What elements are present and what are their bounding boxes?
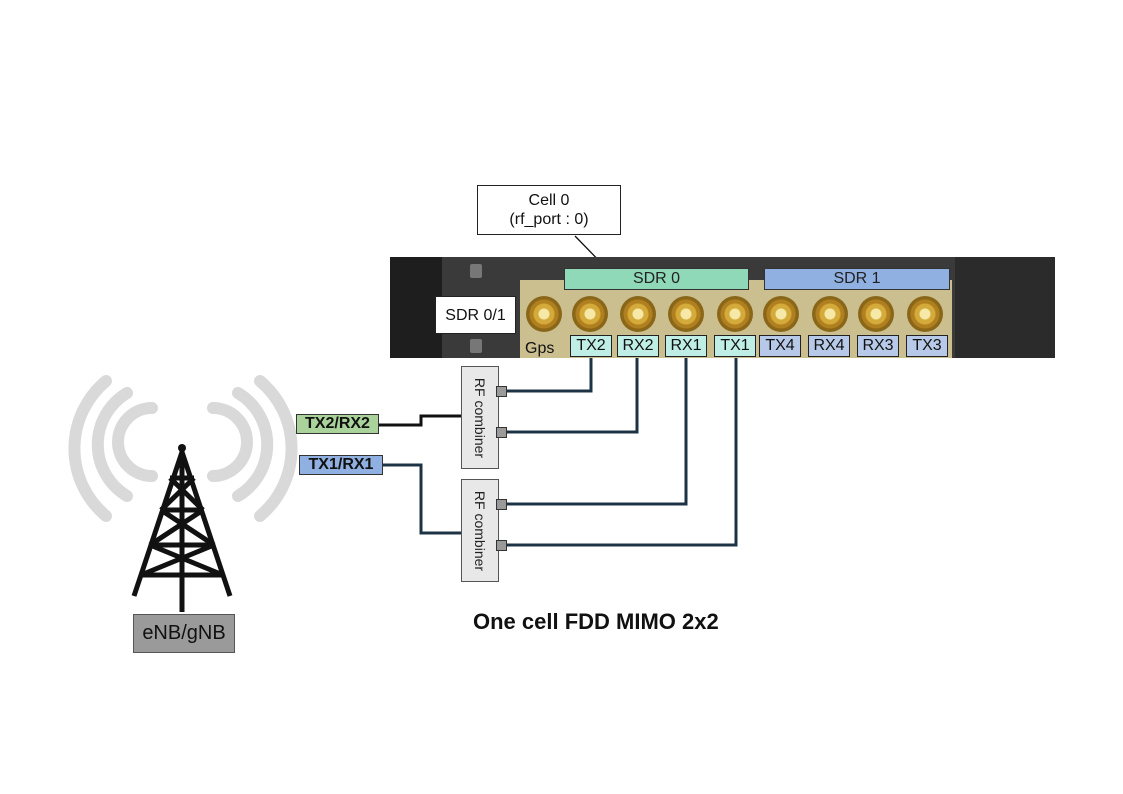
antenna-label-tx1-rx1: TX1/RX1 [299,455,383,475]
sma-connector-icon [907,296,943,332]
sma-connector-icon [763,296,799,332]
antenna-tower-icon [131,444,233,612]
port-rx3: RX3 [857,335,899,357]
combiner-port [496,427,507,438]
rf-combiner-2-label: RF combiner [472,490,488,571]
combiner-port [496,386,507,397]
port-tx4: TX4 [759,335,801,357]
sma-connector-icon [668,296,704,332]
port-tx3: TX3 [906,335,948,357]
tx2-rx2-cable [379,414,461,427]
enb-gnb-label: eNB/gNB [133,614,235,653]
sdr0-bar: SDR 0 [564,268,749,290]
cell-label-rfport: (rf_port : 0) [509,211,589,228]
gps-label: Gps [525,340,555,357]
antenna-label-tx2-rx2: TX2/RX2 [296,414,379,434]
port-rx2: RX2 [617,335,659,357]
sma-connector-icon [620,296,656,332]
sma-connector-icon [717,296,753,332]
rf-combiner-1-label: RF combiner [472,377,488,458]
port-rx4: RX4 [808,335,850,357]
port-tx1: TX1 [714,335,756,357]
cell-label-box: Cell 0 (rf_port : 0) [477,185,621,235]
sma-connector-icon [572,296,608,332]
rf-combiner-2: RF combiner [461,479,499,582]
rf-cables [383,358,738,547]
panel-latch [470,339,482,353]
panel-latch [470,264,482,278]
port-tx2: TX2 [570,335,612,357]
panel-right-section [955,257,1055,358]
cell-label-title: Cell 0 [528,192,570,209]
diagram-caption: One cell FDD MIMO 2x2 [473,609,719,634]
signal-wave-icon [68,375,298,522]
sma-connector-icon [812,296,848,332]
sma-connector-icon [526,296,562,332]
sma-connector-icon [858,296,894,332]
sdr01-label: SDR 0/1 [435,296,516,334]
combiner-port [496,499,507,510]
panel-left-section [390,257,442,358]
sdr01-label-text: SDR 0/1 [445,306,506,324]
combiner-port [496,540,507,551]
rf-combiner-1: RF combiner [461,366,499,469]
port-rx1: RX1 [665,335,707,357]
sdr1-bar: SDR 1 [764,268,950,290]
